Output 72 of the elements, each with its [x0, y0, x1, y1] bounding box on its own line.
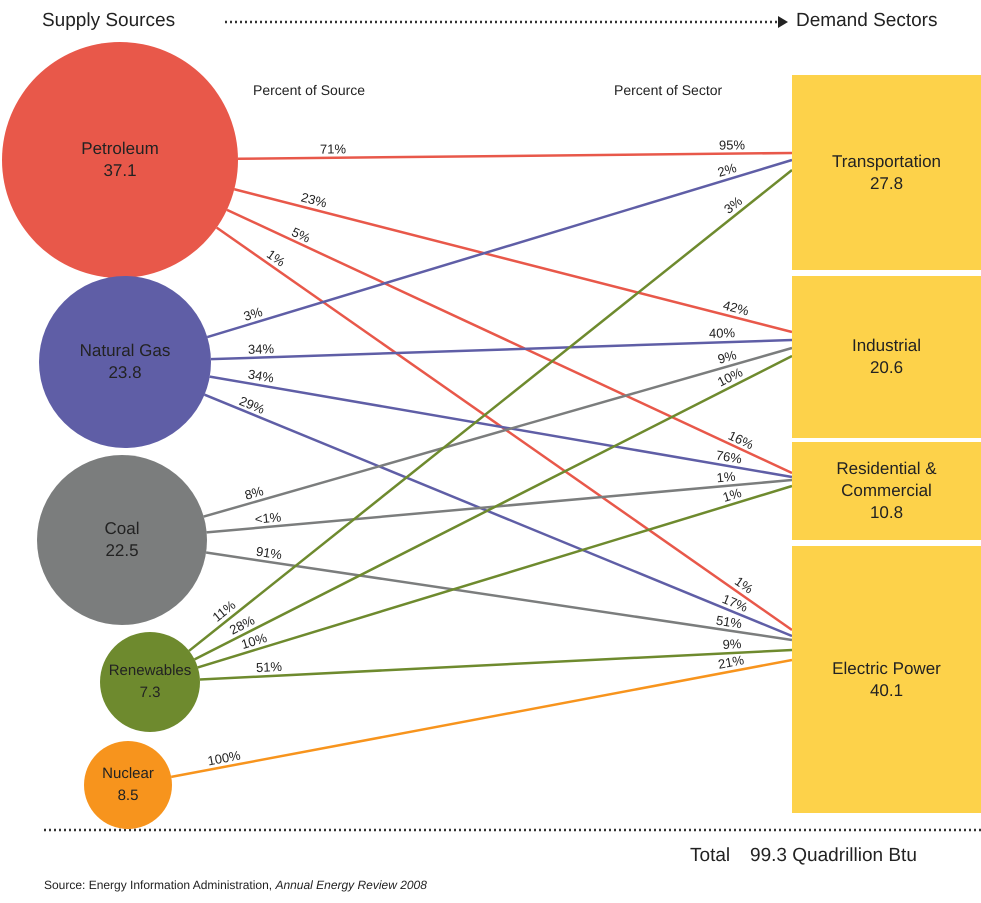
connector-line — [206, 551, 792, 642]
connector-line — [210, 375, 792, 478]
sector-box — [792, 276, 981, 438]
sector-box — [792, 75, 981, 270]
percent-label: 42% — [722, 298, 751, 319]
connector-line — [206, 158, 792, 338]
edge-label: 29% — [237, 392, 268, 416]
connector-line — [171, 658, 792, 778]
total-label: Total — [690, 845, 730, 867]
edge-label: 1% — [264, 246, 288, 270]
edge-label: 71% — [320, 141, 346, 156]
edge-label: <1% — [254, 509, 282, 527]
connector-line — [204, 394, 792, 638]
connector-line — [226, 208, 793, 474]
percent-label: 40% — [708, 325, 735, 342]
caption: Source: Energy Information Administration, Annual Energy Review 2008 — [44, 878, 427, 892]
node-value: 10.8 — [870, 502, 904, 524]
column-heading: Percent of Source — [253, 82, 366, 98]
percent-label: 2% — [716, 160, 738, 180]
node-value: 27.8 — [870, 172, 904, 194]
connector-line — [210, 338, 792, 360]
edge-label: 34% — [246, 366, 275, 386]
edge-label: 5% — [290, 224, 314, 246]
node-value: 37.1 — [103, 160, 137, 182]
node-label: Coal — [104, 518, 140, 540]
percent-label: 9% — [716, 347, 738, 368]
sector-box — [792, 546, 981, 813]
node-label: Nuclear — [102, 764, 154, 784]
column-heading: Percent of Sector — [614, 82, 722, 98]
node-label: Residential & Commercial — [835, 458, 938, 502]
connector-line — [194, 354, 793, 660]
edge-label: 23% — [300, 190, 329, 211]
edge-label: 100% — [206, 747, 242, 768]
node-label: Petroleum — [81, 138, 159, 160]
percent-label: 21% — [717, 652, 746, 672]
node-value: 20.6 — [870, 357, 904, 379]
connector-line — [238, 152, 792, 160]
node-value: 7.3 — [140, 683, 160, 703]
percent-label: 1% — [720, 485, 744, 505]
percent-label: 9% — [722, 636, 742, 652]
percent-label: 1% — [732, 574, 756, 597]
total-value: 99.3 Quadrillion Btu — [750, 845, 917, 867]
node-label: Industrial — [852, 335, 921, 357]
sector-box — [792, 442, 981, 540]
percent-label: 1% — [716, 468, 736, 486]
node-value: 8.5 — [118, 786, 138, 806]
heading: Supply Sources — [42, 10, 176, 32]
edge-label: 51% — [256, 658, 283, 676]
edge-label: 10% — [240, 630, 270, 652]
connector-line — [216, 226, 793, 632]
connector-line — [203, 346, 792, 518]
edge-label: 8% — [243, 482, 266, 503]
percent-label: 51% — [715, 612, 743, 631]
node-value: 23.8 — [108, 362, 142, 384]
node-label: Natural Gas — [80, 340, 170, 362]
connector-line — [188, 169, 793, 652]
percent-label: 10% — [714, 364, 745, 390]
connector-line — [234, 188, 792, 334]
edge-label: 91% — [254, 543, 283, 562]
heading: Demand Sectors — [796, 10, 938, 32]
node-value: 40.1 — [870, 680, 904, 702]
edge-label: 34% — [247, 340, 274, 356]
edge-label: 3% — [241, 304, 264, 324]
percent-label: 3% — [721, 194, 746, 218]
connector-line — [197, 484, 792, 669]
connector-line — [200, 648, 792, 681]
node-label: Renewables — [108, 661, 192, 681]
node-label: Electric Power — [832, 658, 941, 680]
node-value: 22.5 — [105, 540, 139, 562]
percent-label: 95% — [718, 137, 745, 152]
node-label: Transportation — [832, 150, 941, 172]
connector-line — [206, 478, 792, 534]
